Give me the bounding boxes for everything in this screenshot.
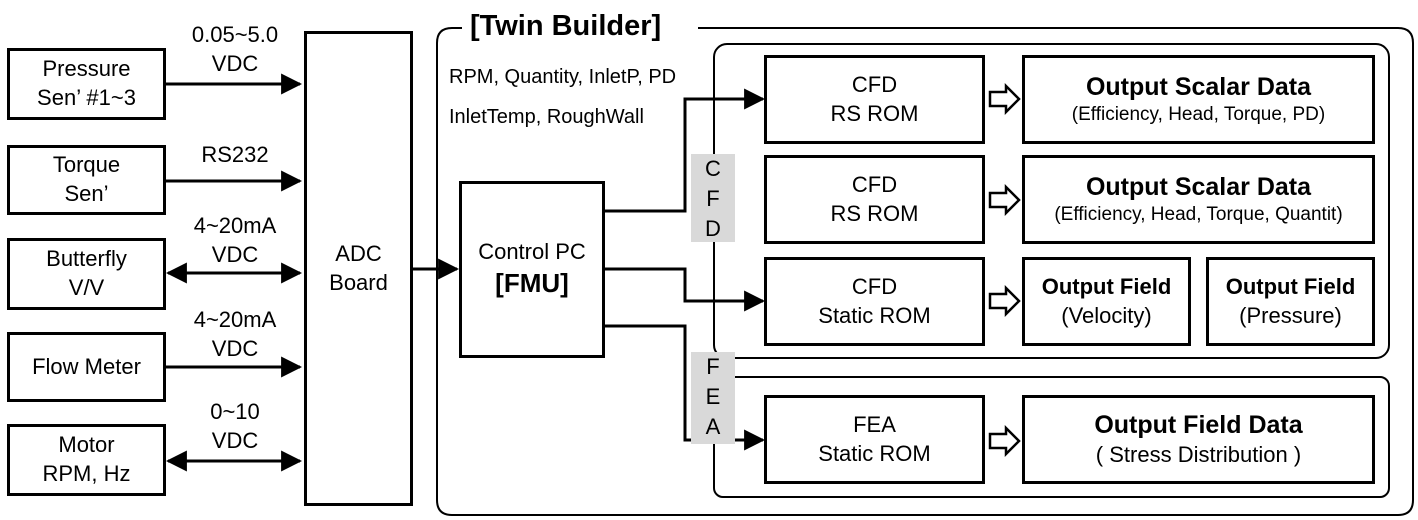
output-title: Output Field [1225,273,1356,299]
sensor-label: Sen’ #1~3 [37,85,136,110]
signal-text: 0.05~5.0 [191,22,279,47]
rom-label: RS ROM [830,200,919,226]
signal-text: VDC [211,241,259,267]
sensor-label: Pressure [42,56,131,82]
tag-letter: F [706,186,720,211]
tag-letter: C [705,156,721,181]
sensor-label: V/V [68,275,105,300]
rom-cfd-rs-2: CFD RS ROM [764,155,985,244]
output-scalar-1: Output Scalar Data (Efficiency, Head, To… [1022,55,1375,144]
output-sub: (Velocity) [1061,302,1152,328]
rom-label: Static ROM [818,302,931,328]
signal-text: 4~20mA [193,307,277,332]
sensor-pressure: Pressure Sen’ #1~3 [7,48,166,120]
sensor-label: Torque [52,152,121,178]
output-field-stress: Output Field Data ( Stress Distribution … [1022,395,1375,484]
adc-label: Board [329,269,388,295]
output-field-pressure: Output Field (Pressure) [1206,257,1375,346]
tag-letter: F [706,354,720,379]
fea-tag: F E A [691,352,735,444]
sensor-label: Flow Meter [32,353,141,379]
rom-cfd-rs-1: CFD RS ROM [764,55,985,144]
signal-text: 0~10 [210,399,260,424]
signal-text: VDC [211,50,259,76]
input-params-line1: RPM, Quantity, InletP, PD [449,66,677,88]
output-title: Output Scalar Data [1085,172,1312,201]
rom-label: CFD [851,171,898,197]
sensor-label: Motor [58,432,115,458]
rom-label: CFD [851,71,898,97]
rom-fea-static: FEA Static ROM [764,395,985,484]
sensor-label: RPM, Hz [42,461,131,486]
adc-label: ADC [335,240,382,266]
output-title: Output Scalar Data [1085,72,1312,101]
output-title: Output Field Data [1094,410,1303,439]
sensor-label: Butterfly [46,246,127,272]
tag-letter: E [705,384,721,409]
twin-builder-title: [Twin Builder] [470,10,662,42]
output-title: Output Field [1041,273,1172,299]
signal-label-flowmeter: 4~20mA VDC [180,306,290,363]
rom-label: CFD [851,273,898,299]
signal-text: VDC [211,335,259,361]
rom-label: Static ROM [818,440,931,466]
control-pc-fmu: Control PC [FMU] [459,181,605,358]
rom-cfd-static: CFD Static ROM [764,257,985,346]
rom-label: FEA [853,411,896,437]
tag-letter: D [705,216,721,241]
signal-label-pressure: 0.05~5.0 VDC [180,21,290,78]
sensor-motor: Motor RPM, Hz [7,424,166,496]
arrow-fmu-rom1 [605,88,766,213]
twin-builder-frame [436,27,1414,516]
hollow-arrow-icon [988,82,1021,458]
output-field-velocity: Output Field (Velocity) [1022,257,1191,346]
signal-text: 4~20mA [193,213,277,238]
sensor-flow-meter: Flow Meter [7,332,166,402]
signal-text: VDC [211,427,259,453]
signal-text: RS232 [201,142,269,167]
rom-label: RS ROM [830,100,919,126]
output-sub: (Efficiency, Head, Torque, Quantit) [1054,204,1343,226]
output-sub: (Pressure) [1239,302,1342,328]
sensor-label: Sen’ [64,181,109,206]
output-scalar-2: Output Scalar Data (Efficiency, Head, To… [1022,155,1375,244]
output-sub: ( Stress Distribution ) [1095,442,1302,468]
control-pc-label: Control PC [478,239,586,265]
tag-letter: A [705,414,721,439]
output-sub: (Efficiency, Head, Torque, PD) [1071,104,1326,126]
signal-label-torque: RS232 [180,141,290,170]
signal-label-motor: 0~10 VDC [180,398,290,455]
fmu-label: [FMU] [495,267,569,298]
signal-label-butterfly: 4~20mA VDC [180,212,290,269]
adc-board: ADC Board [304,31,413,506]
sensor-butterfly: Butterfly V/V [7,238,166,310]
arrow-fmu-rom3 [605,267,766,312]
sensor-torque: Torque Sen’ [7,145,166,215]
input-params-line2: InletTemp, RoughWall [449,106,644,128]
cfd-tag: C F D [691,154,735,242]
